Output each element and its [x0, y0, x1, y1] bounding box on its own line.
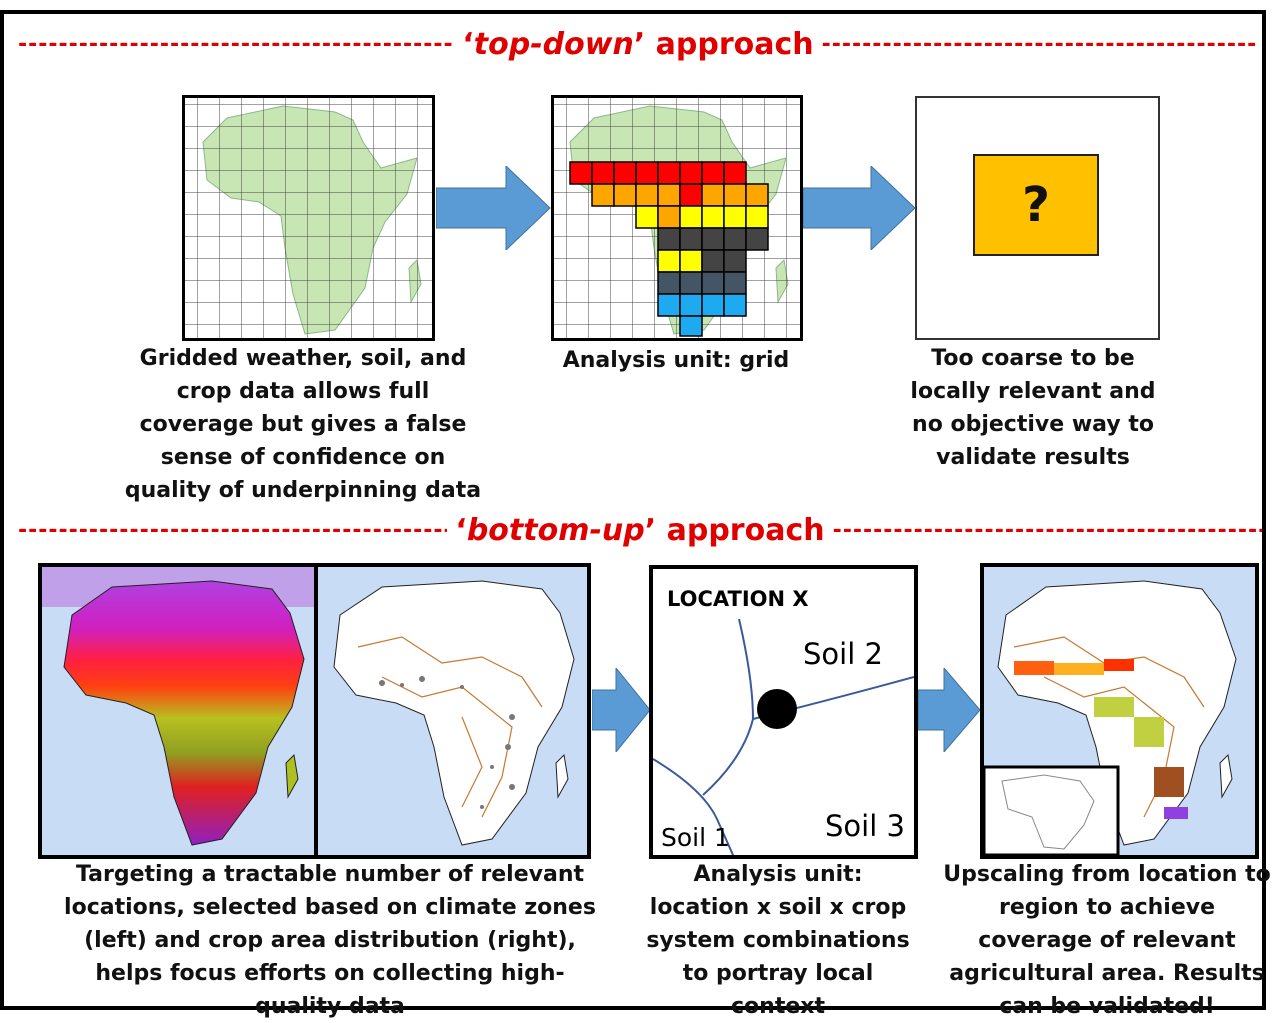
coarse-result-box: ? — [915, 96, 1160, 340]
upscaling-map — [980, 563, 1259, 859]
arrow-right-icon — [436, 166, 551, 250]
top-down-title: ‘top-down’ approach — [462, 26, 814, 62]
arrow-right-icon — [918, 668, 981, 752]
location-marker-icon — [757, 689, 797, 729]
caption-upscaling: Upscaling from location to region to ach… — [943, 862, 1271, 1019]
climate-crop-maps-graphic — [42, 567, 587, 855]
gridded-africa-map — [182, 95, 435, 341]
grid-analysis-map — [551, 95, 803, 341]
soil-boundaries-graphic — [653, 618, 914, 855]
bottom-up-header: ----------------------------------------… — [18, 508, 1262, 552]
africa-colored-grid-graphic — [554, 98, 800, 338]
header-dashes-right: ----------------------------------------… — [832, 517, 1262, 543]
arrow-right-icon — [592, 668, 651, 752]
question-box: ? — [973, 154, 1099, 256]
caption-targeting: Targeting a tractable number of relevant… — [64, 862, 596, 1019]
africa-grid-graphic — [185, 98, 432, 338]
top-down-header: ----------------------------------------… — [18, 22, 1258, 66]
arrow-right-icon — [803, 166, 916, 250]
caption-grid: Analysis unit: grid — [562, 348, 790, 373]
targeting-maps — [38, 563, 591, 859]
location-title: LOCATION X — [667, 587, 809, 611]
header-dashes-left: ----------------------------------------… — [18, 31, 455, 57]
caption-location: Analysis unit: location x soil x crop sy… — [646, 862, 910, 1019]
caption-coarse: Too coarse to be locally relevant and no… — [910, 346, 1156, 470]
soil-1-label: Soil 1 — [661, 823, 730, 852]
upscaled-africa-graphic — [982, 580, 1237, 857]
soil-3-label: Soil 3 — [825, 809, 905, 843]
soil-2-label: Soil 2 — [803, 637, 883, 671]
header-dashes-left: ----------------------------------------… — [18, 517, 448, 543]
caption-gridded: Gridded weather, soil, and crop data all… — [124, 346, 482, 503]
bottom-up-title: ‘bottom-up’ approach — [455, 512, 825, 548]
location-x-box: LOCATION X Soil 2 Soil 3 Soil 1 — [649, 565, 918, 859]
header-dashes-right: ----------------------------------------… — [821, 31, 1258, 57]
